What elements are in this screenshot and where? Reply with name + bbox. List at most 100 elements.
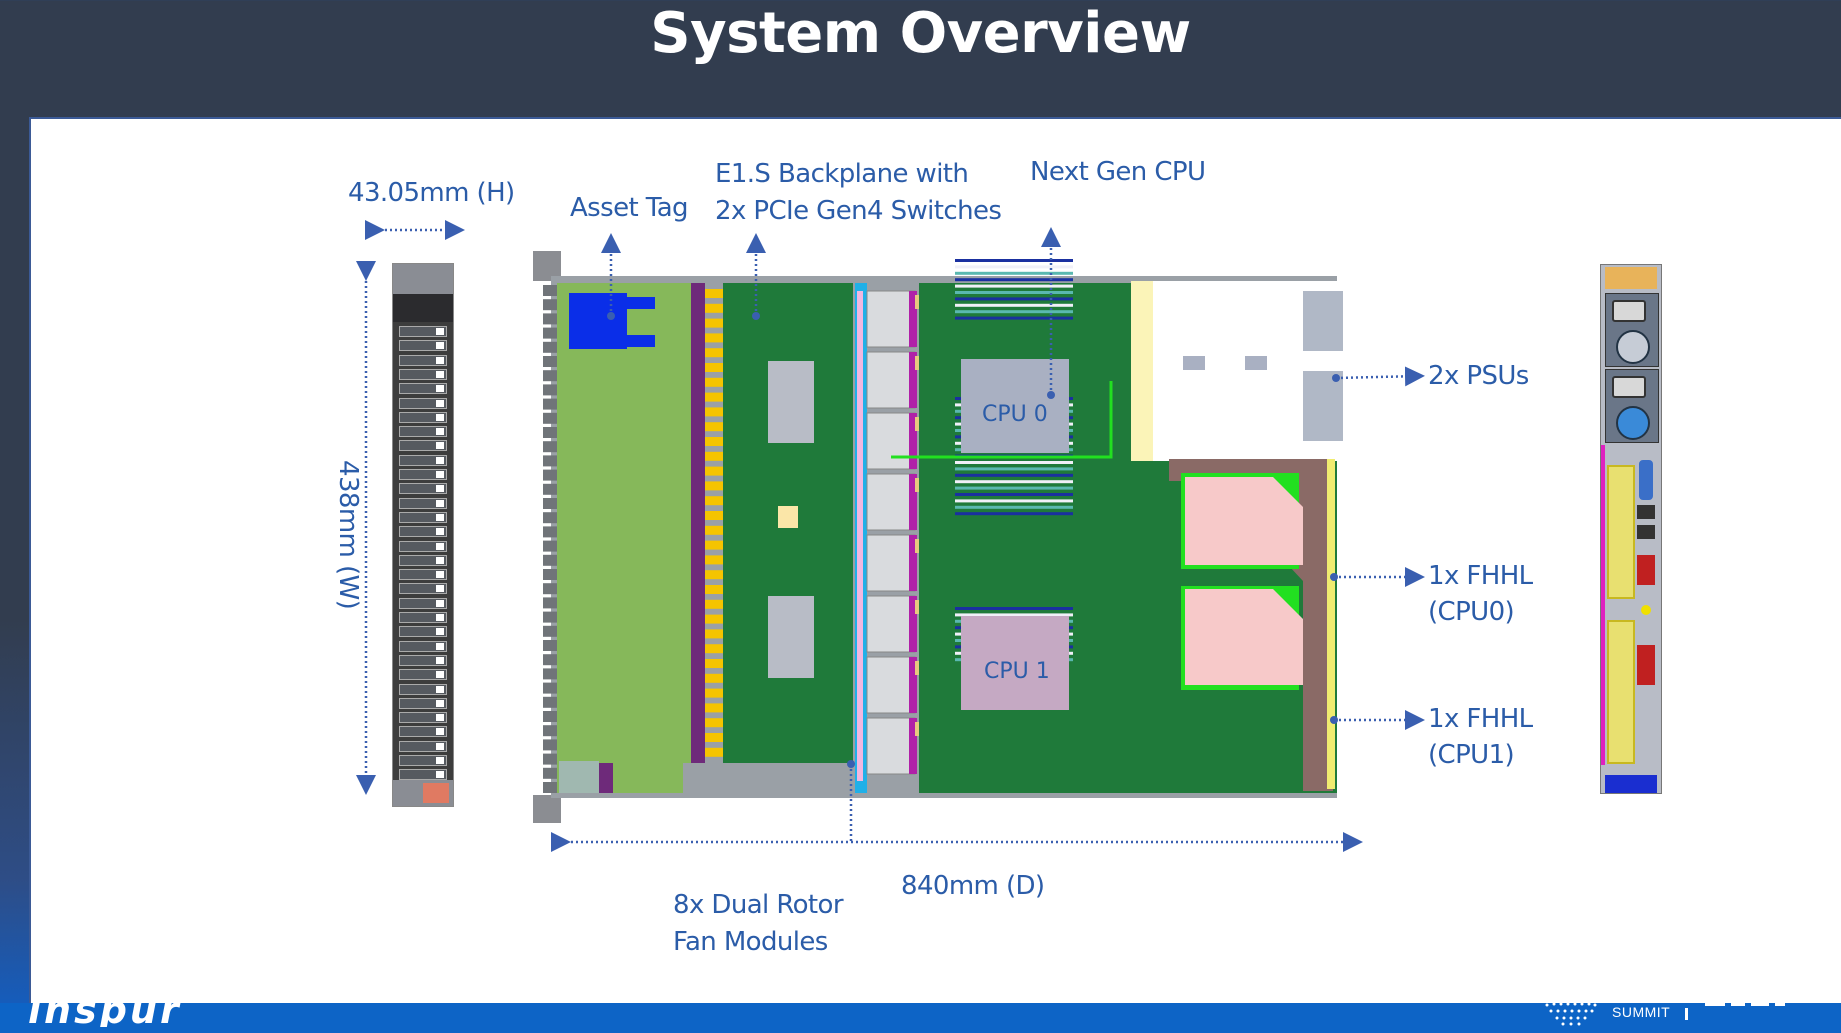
dimm-slot bbox=[955, 480, 1073, 484]
e1s-drive-cage bbox=[557, 283, 691, 793]
e1s-drive-slot bbox=[399, 483, 447, 495]
dimm-slot bbox=[955, 291, 1073, 294]
psus-label: 2x PSUs bbox=[1428, 361, 1529, 391]
slide-title: System Overview bbox=[650, 1, 1191, 66]
psu-rear-1 bbox=[1605, 293, 1659, 367]
drive-latch-tab bbox=[543, 370, 557, 382]
drive-latch-tab bbox=[543, 569, 557, 580]
e1s-drive-slot bbox=[399, 440, 447, 452]
dimm-slot bbox=[955, 607, 1073, 610]
drive-latch-tab bbox=[543, 526, 557, 538]
psu-rear-2 bbox=[1605, 369, 1659, 443]
psu-connector-1 bbox=[1303, 291, 1343, 351]
power-inlet-icon bbox=[1612, 376, 1646, 398]
cpu0-label: CPU 0 bbox=[982, 402, 1048, 427]
usb-port-icon bbox=[1637, 505, 1655, 519]
drive-latch-tab bbox=[543, 299, 557, 311]
drive-latch-tab bbox=[543, 767, 557, 779]
power-inlet-icon bbox=[1612, 300, 1646, 322]
fhhl-cpu1-label-line2: (CPU1) bbox=[1428, 740, 1515, 770]
drive-latch-tab bbox=[543, 625, 557, 637]
footer-separator bbox=[1685, 1008, 1688, 1020]
e1s-drive-slot bbox=[399, 354, 447, 366]
summit-burst-icon bbox=[1545, 1002, 1597, 1026]
fhhl-cpu0-label-line2: (CPU0) bbox=[1428, 597, 1515, 627]
dimm-slot bbox=[955, 512, 1073, 516]
dimm-slot bbox=[955, 467, 1073, 471]
e1s-drive-slot bbox=[399, 383, 447, 395]
drive-latch-tab bbox=[543, 782, 557, 793]
drive-latch-tab bbox=[543, 583, 557, 595]
front-drive-tabs bbox=[543, 285, 557, 793]
usb-port-icon bbox=[1637, 525, 1655, 539]
drive-latch-tab bbox=[543, 540, 557, 552]
fhhl-slot-rear-cpu0 bbox=[1607, 465, 1635, 599]
drive-latch-tab bbox=[543, 554, 557, 566]
fans-label-line1: 8x Dual Rotor bbox=[673, 890, 844, 920]
e1s-drive-slot bbox=[399, 597, 447, 609]
dimm-slot bbox=[955, 284, 1073, 288]
e1s-drive-slot bbox=[399, 340, 447, 352]
cpu1-socket bbox=[961, 616, 1069, 710]
dimm-slot bbox=[955, 310, 1073, 314]
e1s-drive-slot bbox=[399, 640, 447, 652]
drive-latch-tab bbox=[543, 725, 557, 737]
dimm-slot bbox=[955, 493, 1073, 496]
drive-latch-tab bbox=[543, 427, 557, 438]
ocp-port-icon bbox=[1637, 645, 1655, 685]
backplane-label-line2: 2x PCIe Gen4 Switches bbox=[715, 196, 1002, 226]
fhhl-slot-rear-cpu1 bbox=[1607, 620, 1635, 764]
dimm-slot bbox=[955, 265, 1073, 269]
riser-card-cpu1 bbox=[1185, 589, 1303, 685]
psu-bay-edge bbox=[1131, 281, 1153, 461]
e1s-drive-slot bbox=[399, 769, 447, 781]
drive-latch-tab bbox=[543, 356, 557, 367]
dimm-slot bbox=[955, 278, 1073, 282]
dimm-slot bbox=[955, 505, 1073, 509]
riser-card-cpu0 bbox=[1185, 477, 1303, 565]
drive-latch-tab bbox=[543, 313, 557, 325]
e1s-drive-slot bbox=[399, 526, 447, 538]
e1s-drive-slot bbox=[399, 626, 447, 638]
led-indicator-icon bbox=[1641, 605, 1651, 615]
dimm-slot bbox=[955, 613, 1073, 617]
drive-latch-tab bbox=[543, 455, 557, 467]
drive-latch-tab bbox=[543, 597, 557, 609]
fhhl-cpu0-label-line1: 1x FHHL bbox=[1428, 561, 1533, 591]
drive-latch-tab bbox=[543, 327, 557, 339]
asset-tag bbox=[569, 293, 627, 349]
drive-latch-tab bbox=[543, 668, 557, 680]
backplane-edge bbox=[691, 283, 705, 793]
e1s-drive-slot bbox=[399, 511, 447, 523]
fans-label-line2: Fan Modules bbox=[673, 927, 828, 957]
drive-latch-tab bbox=[543, 739, 557, 751]
drive-latch-tab bbox=[543, 384, 557, 396]
e1s-drive-slot bbox=[399, 726, 447, 738]
e1s-drive-slot bbox=[399, 540, 447, 552]
e1s-drive-slot bbox=[399, 454, 447, 466]
fhhl-cpu1-label-line1: 1x FHHL bbox=[1428, 704, 1533, 734]
backplane-chip bbox=[778, 506, 798, 528]
slide-footer: inspur SUMMIT bbox=[0, 1002, 1841, 1033]
e1s-drive-slot bbox=[399, 755, 447, 766]
asset-tag-label: Asset Tag bbox=[570, 193, 689, 223]
dimm-slot bbox=[955, 473, 1073, 477]
inspur-logo: inspur bbox=[28, 988, 182, 1032]
e1s-drive-slot bbox=[399, 712, 447, 724]
dimm-slot bbox=[955, 297, 1073, 301]
e1s-drive-slot bbox=[399, 469, 447, 480]
fan-module bbox=[866, 473, 931, 531]
drive-latch-tab bbox=[543, 341, 557, 353]
rear-latch bbox=[1605, 267, 1657, 289]
dimm-slot bbox=[955, 259, 1073, 262]
e1s-drive-slot bbox=[399, 426, 447, 438]
dimm-slot bbox=[955, 271, 1073, 275]
psu-pointer bbox=[1335, 366, 1425, 387]
e1s-drive-slot bbox=[399, 554, 447, 566]
pcie-switch-heatsink-2 bbox=[768, 596, 814, 678]
chassis-top-view: CPU 0 CPU 1 bbox=[533, 251, 1343, 823]
dimm-slot bbox=[955, 499, 1073, 503]
fan-module bbox=[866, 656, 931, 714]
drive-latch-tab bbox=[543, 469, 557, 481]
